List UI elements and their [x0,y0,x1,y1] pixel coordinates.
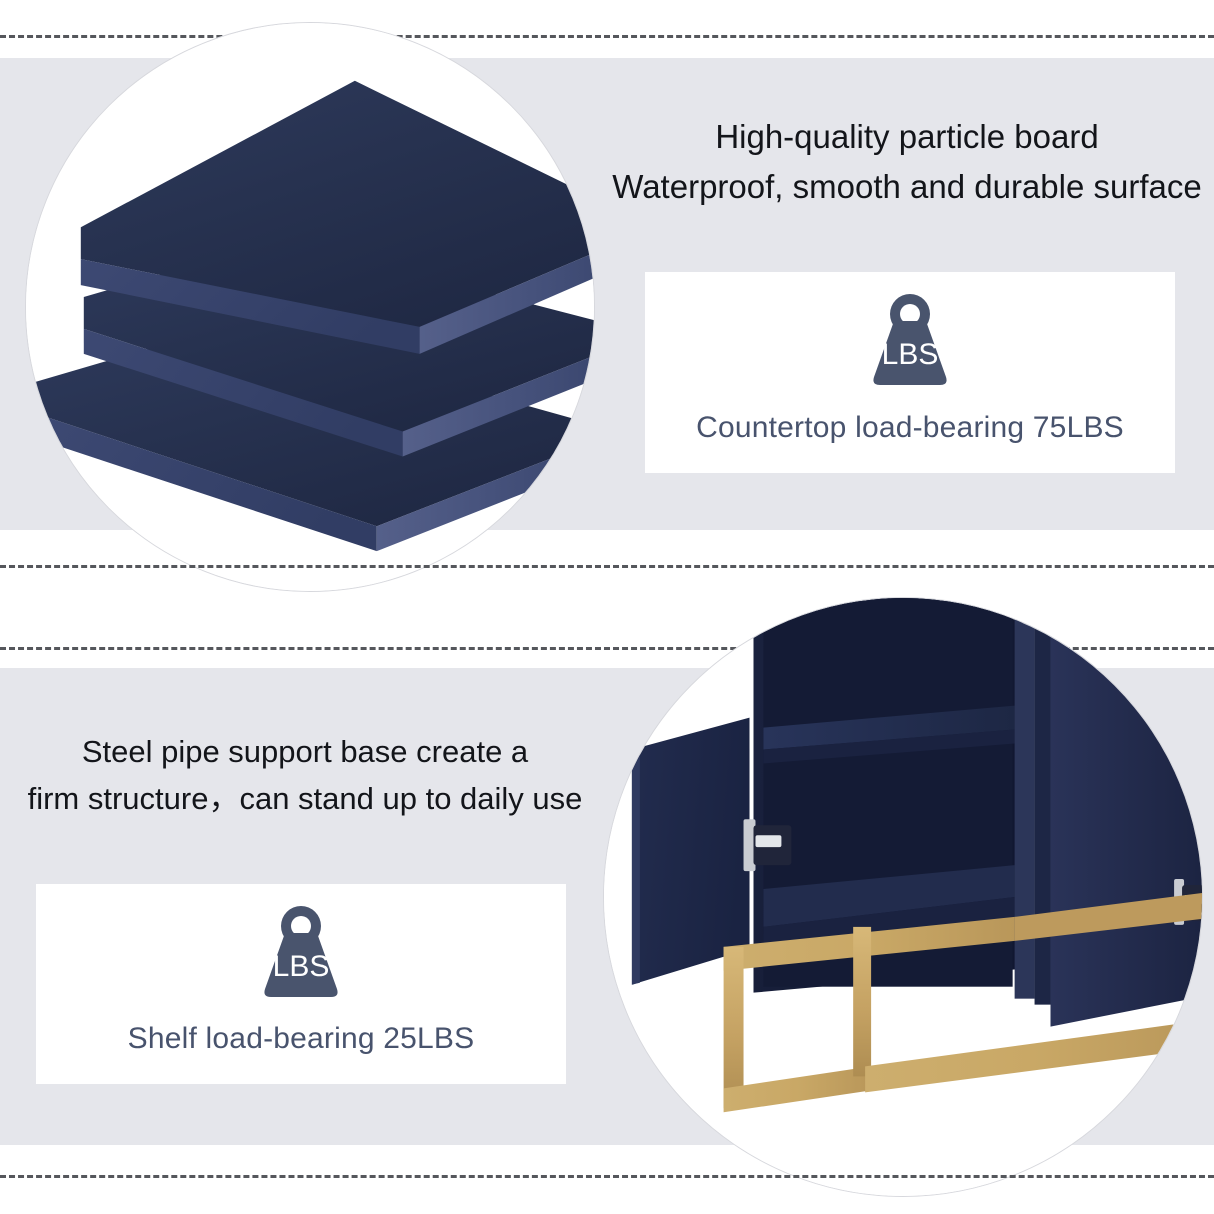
countertop-load-caption: Countertop load-bearing 75LBS [696,411,1124,444]
shelf-icon-container: LBS [36,900,566,1004]
interior-shelf [763,705,1015,764]
board-top [80,80,594,354]
cabinet-illustration [604,598,1202,1196]
hinge-left [743,819,792,872]
top-headline: High-quality particle board Waterproof, … [600,112,1214,212]
divider-dashed-mid-upper [0,565,1214,568]
bottom-headline: Steel pipe support base create a firm st… [0,728,610,822]
bottom-headline-line-1: Steel pipe support base create a [81,734,529,769]
cabinet-door-open-left [631,717,750,985]
divider-dashed-mid-lower [0,647,1214,650]
shelf-load-card: LBS Shelf load-bearing 25LBS [36,884,566,1084]
cabinet-door-right [1014,598,1202,1027]
gold-steel-base [723,893,1202,1113]
interior-base-panel [763,865,1015,949]
svg-text:LBS: LBS [882,338,939,371]
countertop-load-card: LBS Countertop load-bearing 75LBS [645,272,1175,473]
svg-text:LBS: LBS [273,950,330,983]
weight-lbs-icon: LBS [264,906,338,997]
shelf-load-caption: Shelf load-bearing 25LBS [127,1022,475,1055]
bottom-headline-line-2: firm structure，can stand up to daily use [27,781,583,817]
weight-lbs-icon: LBS [873,294,947,385]
divider-dashed-top [0,35,1214,38]
top-headline-line-1: High-quality particle board [715,118,1099,155]
particle-board-illustration [26,23,594,591]
countertop-icon-container: LBS [645,288,1175,392]
divider-dashed-bottom [0,1175,1214,1178]
particle-board-photo [25,22,595,592]
cabinet-base-photo [603,597,1203,1197]
top-headline-line-2: Waterproof, smooth and durable surface [612,168,1202,206]
